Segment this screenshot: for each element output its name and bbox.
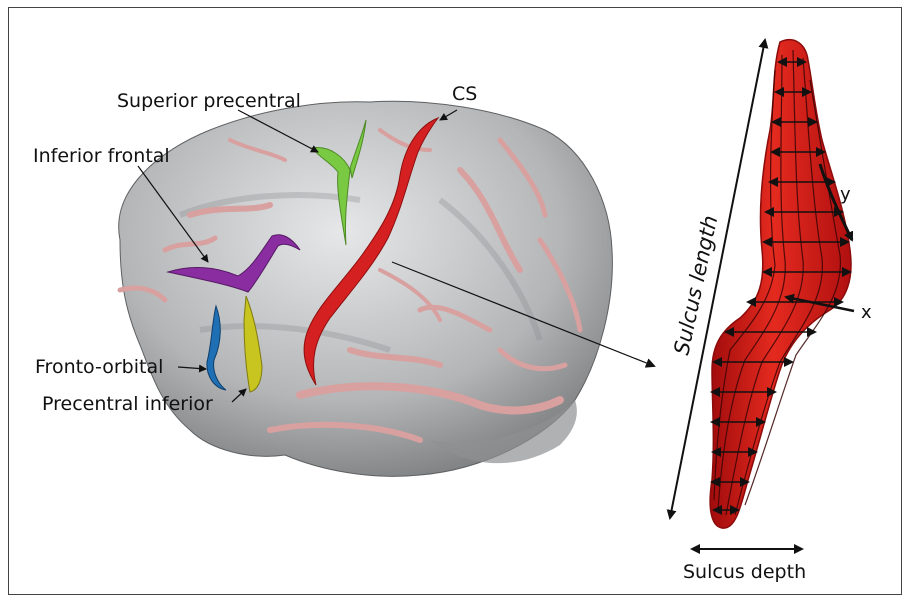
label-y: y bbox=[840, 184, 851, 205]
central-sulcus bbox=[303, 116, 440, 386]
label-precentral-inferior: Precentral inferior bbox=[42, 393, 213, 415]
superior-precentral-sulcus bbox=[311, 119, 367, 246]
label-superior-precentral: Superior precentral bbox=[117, 90, 301, 112]
label-x: x bbox=[861, 302, 872, 323]
leader-lines bbox=[137, 109, 656, 403]
figure-frame bbox=[8, 7, 902, 595]
y-direction-arrow bbox=[818, 163, 854, 242]
label-fronto-orbital: Fronto-orbital bbox=[35, 356, 163, 378]
label-sulcus-length: Sulcus length bbox=[669, 213, 722, 357]
label-sulcus-depth: Sulcus depth bbox=[683, 561, 806, 583]
label-cs: CS bbox=[452, 83, 477, 105]
label-inferior-frontal: Inferior frontal bbox=[33, 145, 170, 167]
other-sulci bbox=[117, 128, 583, 443]
sulcus-length-arrow bbox=[666, 38, 769, 520]
brain-surface bbox=[118, 100, 613, 477]
precentral-inferior-sulcus bbox=[243, 295, 263, 393]
inferior-frontal-sulcus bbox=[166, 234, 301, 293]
x-direction-arrow bbox=[784, 293, 855, 313]
fronto-orbital-sulcus bbox=[206, 304, 227, 391]
sulcus-model bbox=[709, 39, 852, 529]
